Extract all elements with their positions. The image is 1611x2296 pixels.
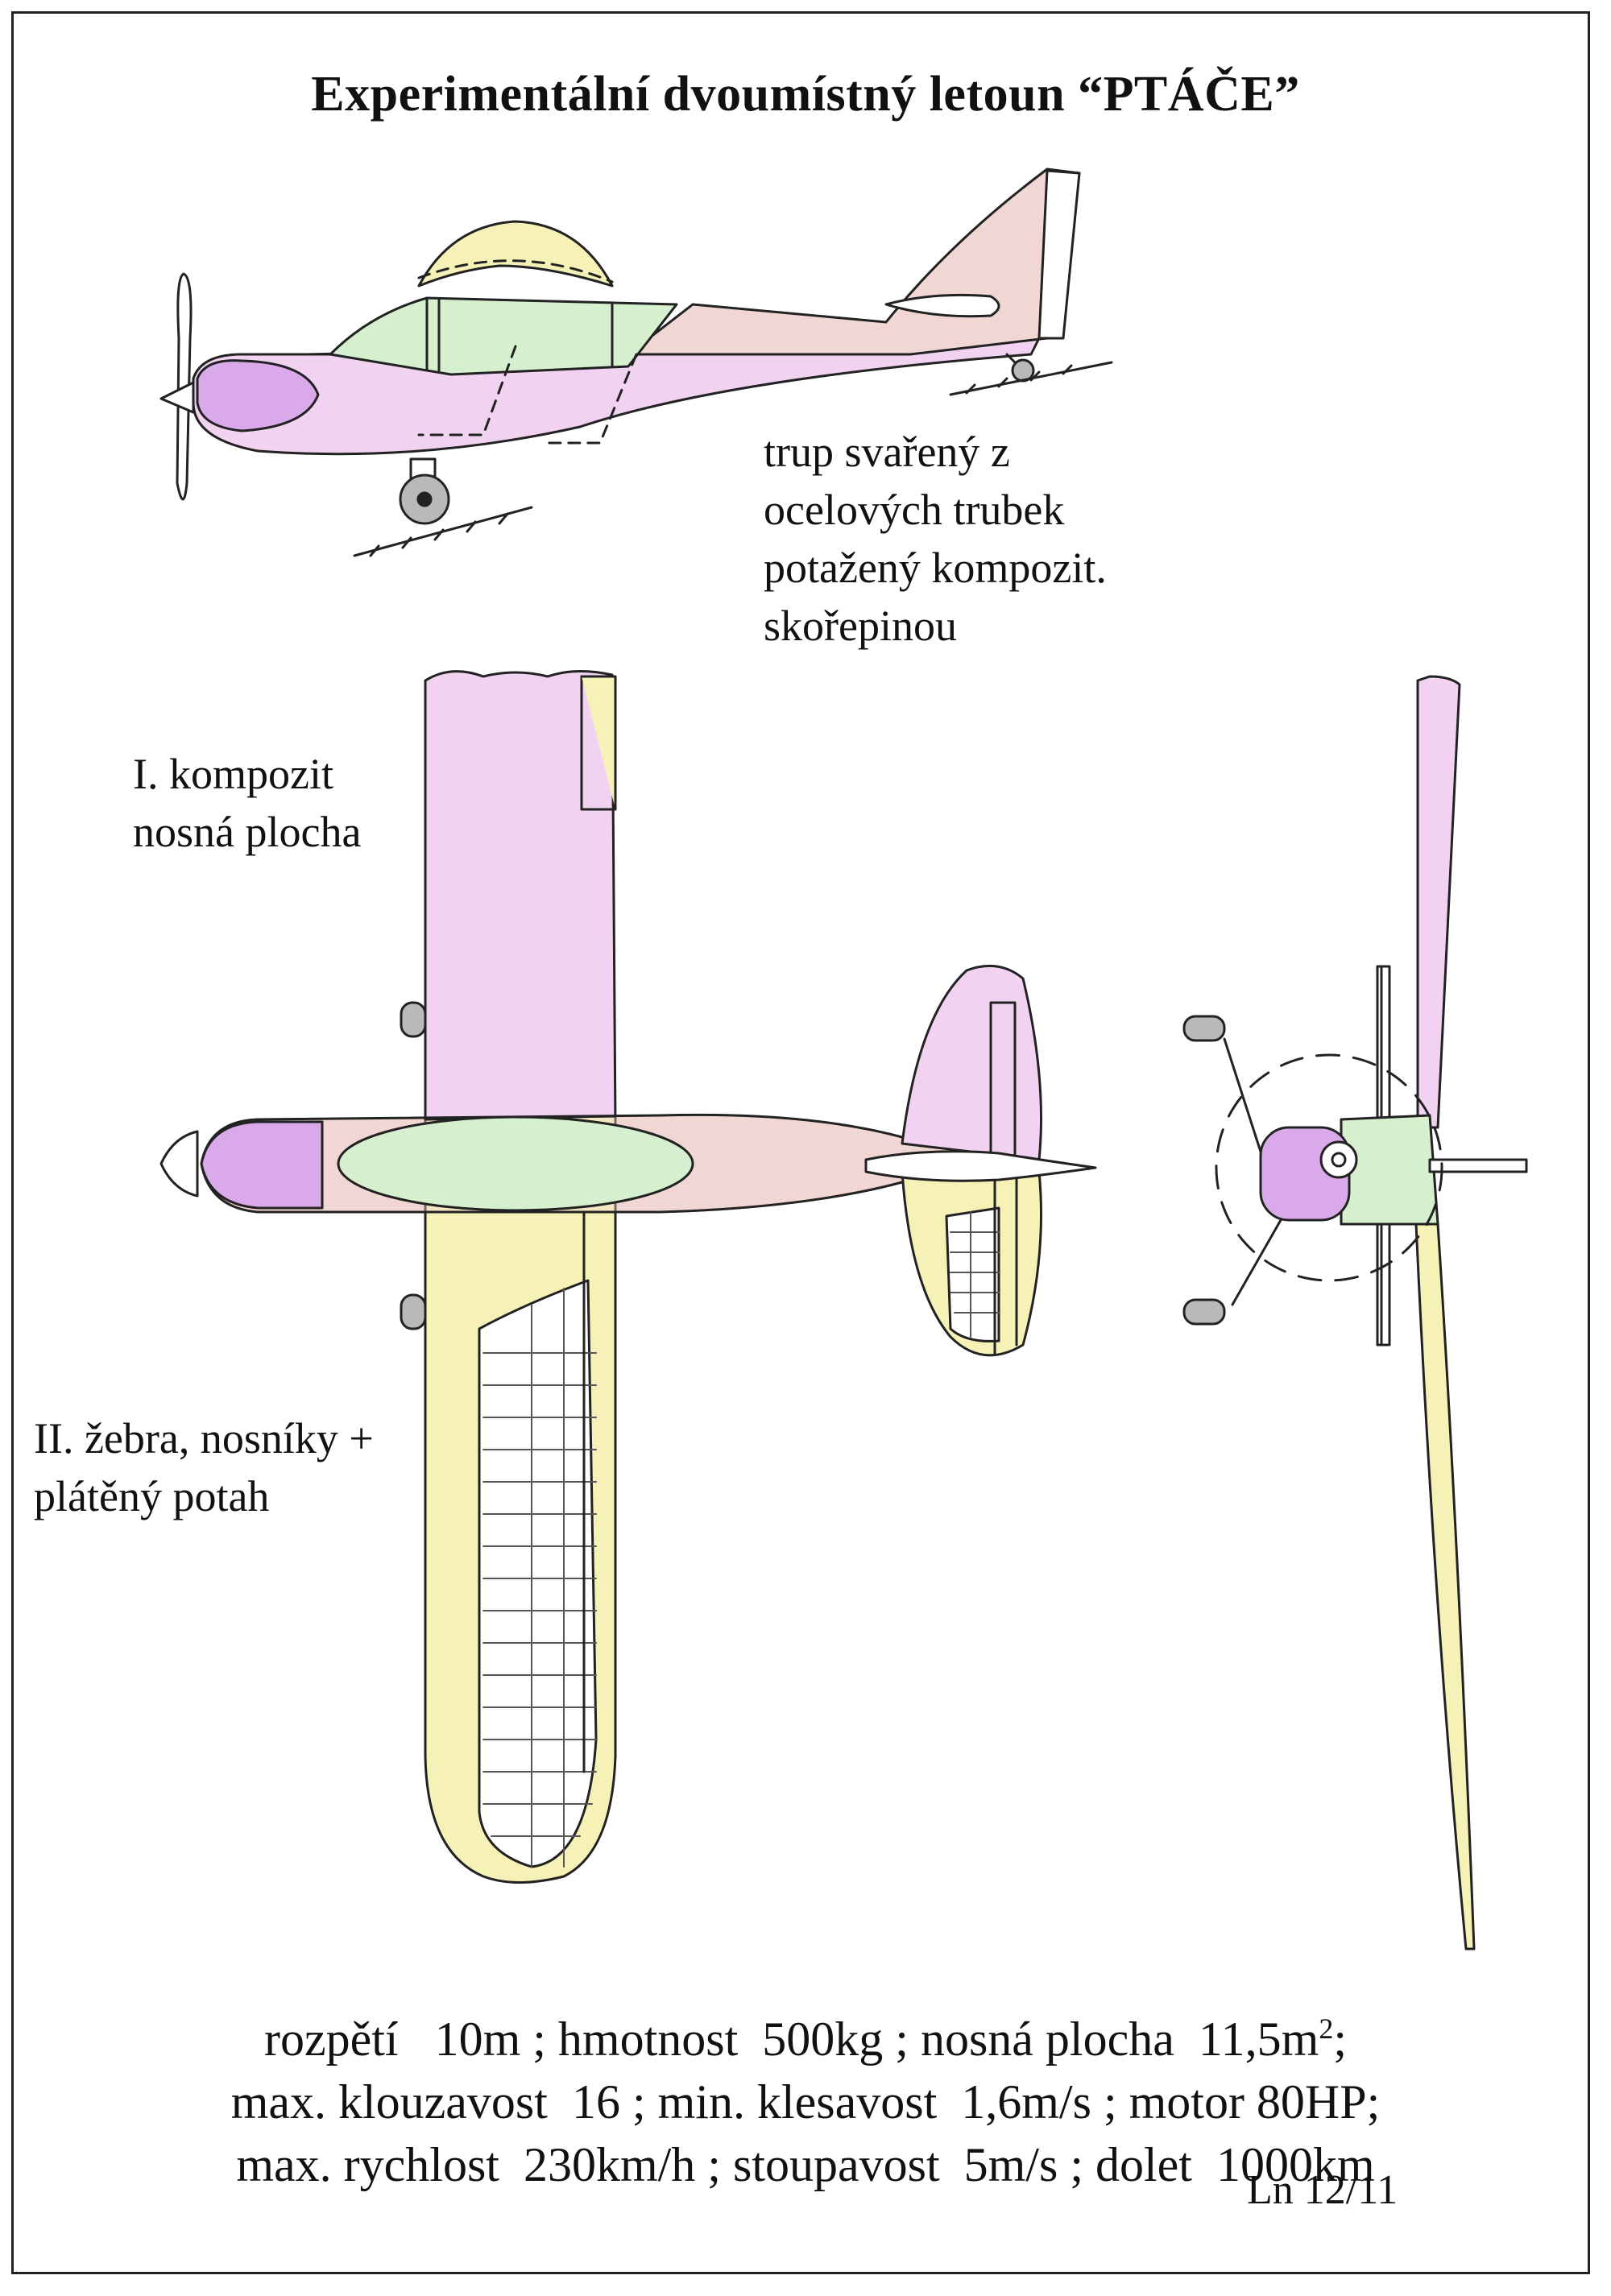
front-wing-upper bbox=[1416, 675, 1461, 1129]
wing-note-composite: I. kompozit nosná plocha bbox=[133, 745, 361, 861]
side-tail bbox=[304, 168, 1081, 356]
wing-note-line: II. žebra, nosníky + bbox=[34, 1414, 374, 1462]
front-wing-lower bbox=[1414, 1222, 1476, 1951]
front-propeller-disc bbox=[1215, 1053, 1443, 1282]
top-wing-upper bbox=[424, 670, 617, 1129]
top-cowling bbox=[200, 1120, 324, 1210]
spec-line-1-end: ; bbox=[1333, 2013, 1347, 2066]
top-tail-upper bbox=[901, 964, 1042, 1161]
front-view bbox=[1182, 675, 1528, 1951]
side-cowling bbox=[196, 359, 320, 432]
fuselage-note: trup svařený z ocelových trubek potažený… bbox=[764, 423, 1107, 655]
side-hood bbox=[417, 220, 614, 288]
spec-line-3: max. rychlost 230km/h ; stoupavost 5m/s … bbox=[236, 2138, 1375, 2191]
top-view bbox=[159, 670, 1097, 1884]
specifications: rozpětí 10m ; hmotnost 500kg ; nosná plo… bbox=[0, 1997, 1611, 2196]
page-frame bbox=[11, 11, 1590, 2274]
spec-line-1-text: rozpětí 10m ; hmotnost 500kg ; nosná plo… bbox=[264, 2013, 1319, 2066]
spec-line-2: max. klouzavost 16 ; min. klesavost 1,6m… bbox=[230, 2075, 1381, 2128]
wing-note-line: plátěný potah bbox=[34, 1472, 270, 1520]
signature: Ln 12/11 bbox=[1247, 2167, 1398, 2213]
top-canopy bbox=[337, 1115, 694, 1212]
wing-note-line: I. kompozit bbox=[133, 750, 333, 798]
page-title: Experimentální dvoumístný letoun “PTÁČE” bbox=[311, 67, 1300, 122]
fuselage-note-line: ocelových trubek bbox=[764, 486, 1065, 534]
spec-superscript: 2 bbox=[1319, 2013, 1334, 2045]
wing-note-line: nosná plocha bbox=[133, 808, 362, 856]
fuselage-note-line: trup svařený z bbox=[764, 428, 1010, 476]
fuselage-note-line: potažený kompozit. bbox=[764, 544, 1107, 592]
spec-line-1: rozpětí 10m ; hmotnost 500kg ; nosná plo… bbox=[0, 1997, 1611, 2071]
side-canopy bbox=[329, 296, 678, 376]
fuselage-note-line: skořepinou bbox=[764, 602, 957, 650]
wing-note-ribs: II. žebra, nosníky + plátěný potah bbox=[34, 1409, 374, 1525]
side-view bbox=[159, 168, 1113, 557]
